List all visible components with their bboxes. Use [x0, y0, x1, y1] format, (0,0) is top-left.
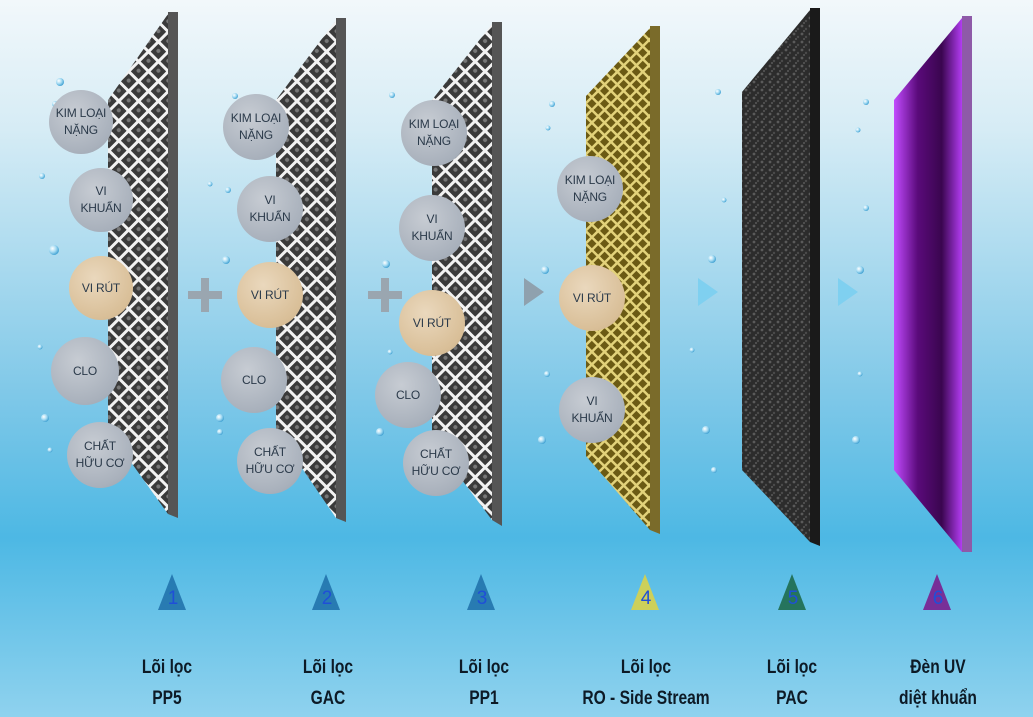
plus-icon: [188, 278, 222, 312]
connectors: [188, 278, 858, 312]
contaminant-virus: VI RÚT: [237, 262, 303, 328]
contaminant-virus: VI RÚT: [399, 290, 465, 356]
stage-number: 2: [321, 588, 333, 609]
contaminant-chlorine: CLO: [221, 347, 287, 413]
stage-label-line2: diệt khuẩn: [899, 688, 977, 709]
triangle-icon: [631, 574, 659, 610]
filter-gac: [276, 18, 346, 522]
water-droplets: [37, 78, 869, 473]
stage-label-line1: Lõi lọc: [620, 657, 672, 678]
contaminant-chlorine: CLO: [51, 337, 119, 405]
arrow-right-icon: [838, 278, 858, 306]
stage-label-line2: GAC: [310, 688, 346, 709]
contaminant-virus: VI RÚT: [559, 265, 625, 331]
stage-label-line2: PP5: [152, 688, 182, 709]
contaminant-bacteria: VI KHUẨN: [69, 168, 133, 232]
stage-label-line1: Lõi lọc: [766, 657, 818, 678]
stage-markers: [158, 574, 951, 610]
stage-label: Đèn UV diệt khuẩn: [864, 652, 1012, 714]
contaminant-bacteria: VI KHUẨN: [399, 195, 465, 261]
stage-label: Lõi lọc RO - Side Stream: [572, 652, 720, 714]
stage-label-line2: RO - Side Stream: [582, 688, 710, 709]
triangle-icon: [923, 574, 951, 610]
stage-label-line1: Lõi lọc: [458, 657, 510, 678]
filter-pp5: [108, 12, 178, 518]
stage-number: 4: [640, 588, 652, 609]
contaminant-heavy-metals: KIM LOẠI NẶNG: [49, 90, 113, 154]
stage-label-line1: Lõi lọc: [141, 657, 193, 678]
contaminant-chlorine: CLO: [375, 362, 441, 428]
triangle-icon: [158, 574, 186, 610]
stage-number: 5: [787, 588, 799, 609]
contaminant-virus: VI RÚT: [69, 256, 133, 320]
contaminant-heavy-metals: KIM LOẠI NẶNG: [557, 156, 623, 222]
triangle-icon: [467, 574, 495, 610]
stage-number: 6: [932, 588, 944, 609]
arrow-right-icon: [524, 278, 544, 306]
plus-icon: [368, 278, 402, 312]
contaminant-organic: CHẤT HỮU CƠ: [67, 422, 133, 488]
contaminant-bacteria: VI KHUẨN: [559, 377, 625, 443]
contaminant-organic: CHẤT HỮU CƠ: [237, 428, 303, 494]
filter-pac: [742, 8, 820, 546]
contaminant-organic: CHẤT HỮU CƠ: [403, 430, 469, 496]
stage-number: 3: [476, 588, 488, 609]
triangle-icon: [312, 574, 340, 610]
stage-label-line1: Lõi lọc: [302, 657, 354, 678]
stage-label-line2: PAC: [776, 688, 808, 709]
contaminant-bacteria: VI KHUẨN: [237, 176, 303, 242]
stage-number: 1: [167, 588, 179, 609]
triangle-icon: [778, 574, 806, 610]
arrow-right-icon: [698, 278, 718, 306]
contaminant-heavy-metals: KIM LOẠI NẶNG: [401, 100, 467, 166]
uv-lamp: [894, 16, 972, 552]
stage-label-line2: PP1: [469, 688, 499, 709]
contaminant-heavy-metals: KIM LOẠI NẶNG: [223, 94, 289, 160]
stage-label-line1: Đèn UV: [910, 657, 966, 678]
